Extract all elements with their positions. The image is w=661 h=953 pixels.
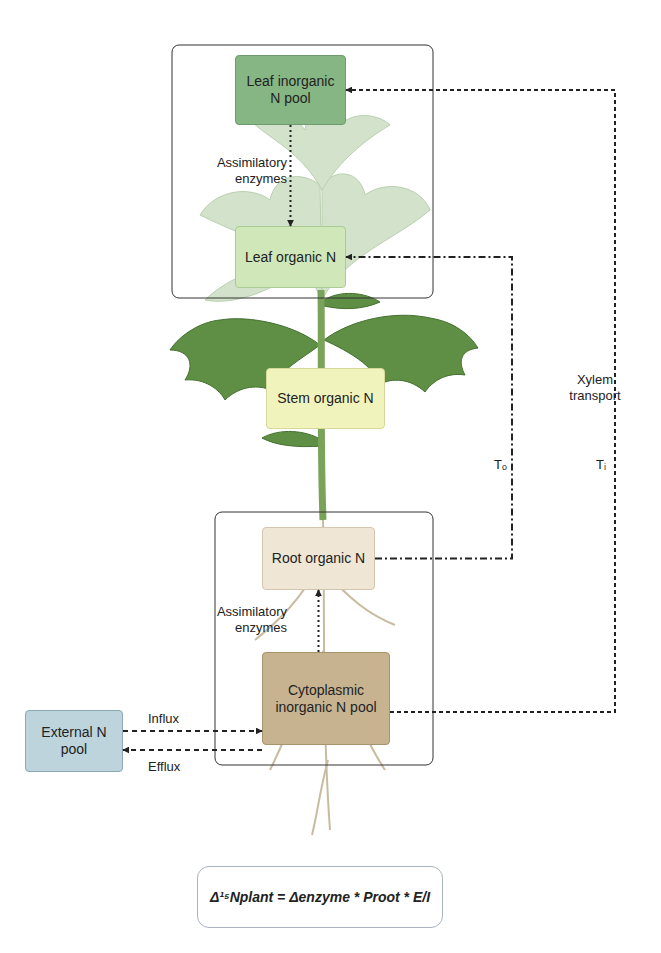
transport-label: Xylem transport [553,372,637,404]
pool-box: Stem organic N [266,368,385,429]
edge-label: Efflux [148,759,198,775]
flow-arrow [123,730,262,732]
flow-arrow [290,125,292,226]
flow-arrow [123,749,262,751]
pool-box: External N pool [25,710,123,772]
node-text: Leaf organic N [245,249,336,266]
node-text: Leaf inorganic N pool [242,73,339,107]
pool-box: Root organic N [262,527,375,590]
node-text: Root organic N [272,550,365,567]
edge-label: Tᵢ [596,457,616,473]
edge-label: Influx [148,711,198,727]
edge-label: Assimilatory enzymes [203,155,287,187]
node-text: Cytoplasmic inorganic N pool [269,682,383,716]
node-text: External N pool [32,724,116,758]
pool-box: Leaf organic N [235,226,346,288]
edge-label: Tₒ [494,457,514,473]
roots [255,520,395,835]
root-region-frame [215,512,433,765]
faded-upper-leaves [200,107,430,301]
leaf-region-frame [172,45,433,298]
node-text: Stem organic N [277,390,373,407]
formula-box: Δ¹⁵Nplant = Δenzyme * Proot * E/I [197,866,443,928]
pool-box: Leaf inorganic N pool [235,55,346,125]
leaf-shape [262,431,322,446]
node-text: Δ¹⁵Nplant = Δenzyme * Proot * E/I [210,889,430,906]
root-line [312,760,328,835]
pool-box: Cytoplasmic inorganic N pool [262,652,390,745]
edge-label: Assimilatory enzymes [203,604,287,636]
flow-arrow [318,590,320,652]
leaf-shape [324,293,380,308]
